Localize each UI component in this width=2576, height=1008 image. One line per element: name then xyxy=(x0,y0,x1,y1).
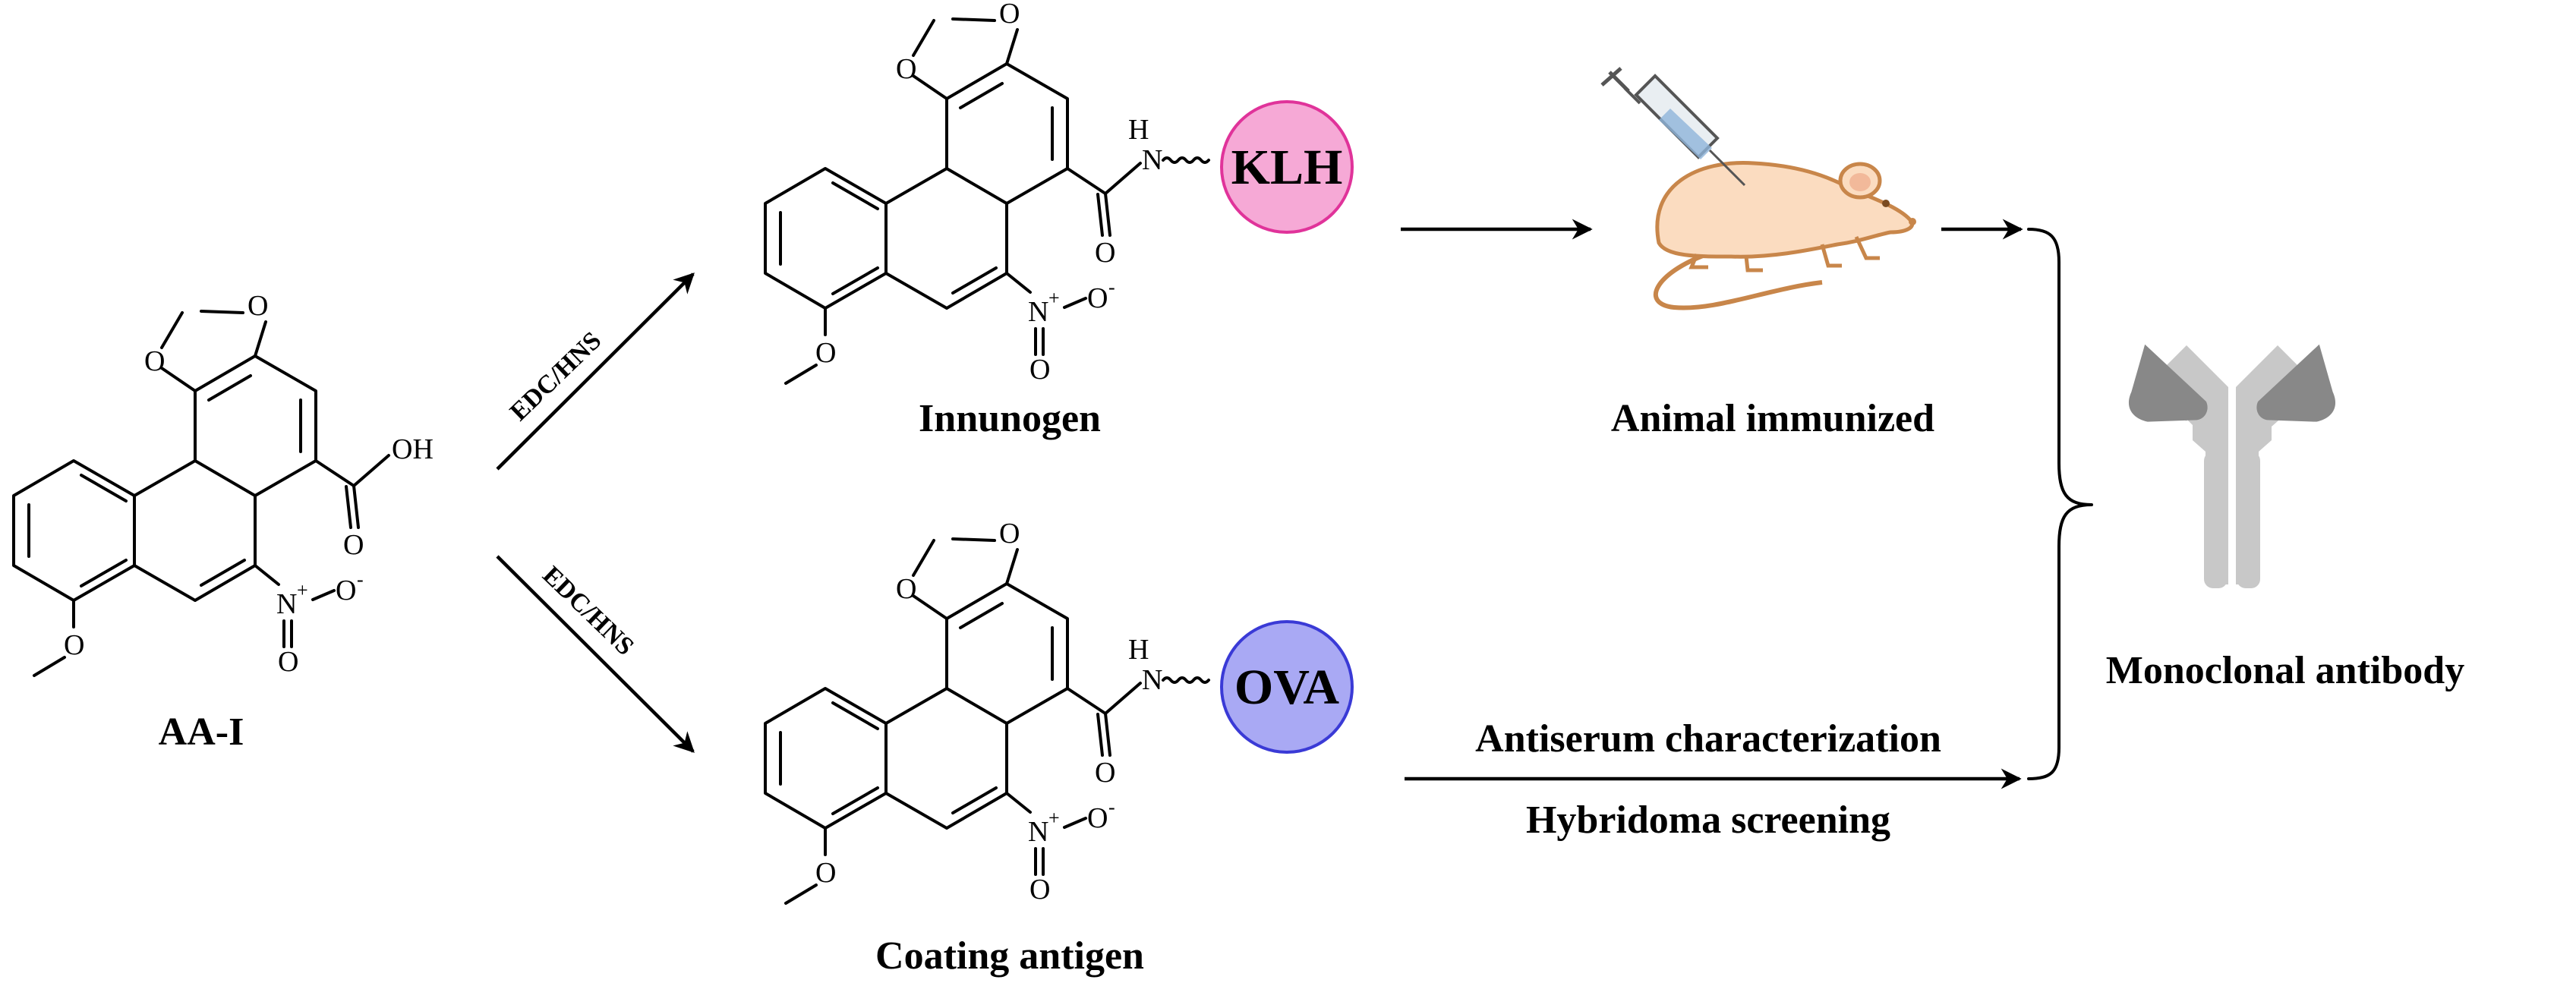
monoclonal-antibody-label: Monoclonal antibody xyxy=(2106,649,2464,692)
klh-circle xyxy=(1220,100,1354,234)
curly-brace xyxy=(2027,228,2093,780)
klh-carrier: KLH xyxy=(1220,100,1354,234)
aa-i-structure: OH xyxy=(12,288,434,679)
hybridoma-label: Hybridoma screening xyxy=(1526,799,1890,842)
ova-label: OVA xyxy=(1234,660,1339,715)
svg-text:H: H xyxy=(1128,634,1149,666)
aa-i-label: AA-I xyxy=(159,710,244,754)
immunogen-structure: H N xyxy=(764,0,1210,387)
syringe-icon xyxy=(1600,67,1746,187)
svg-text:H: H xyxy=(1128,114,1149,146)
antiserum-label: Antiserum characterization xyxy=(1475,717,1941,761)
ova-circle xyxy=(1220,620,1354,754)
antibody-icon xyxy=(2128,344,2336,588)
upper-reaction-arrow xyxy=(496,272,695,471)
svg-text:N: N xyxy=(1142,664,1162,696)
coating-antigen-structure: H N xyxy=(764,516,1210,907)
coating-antigen-label: Coating antigen xyxy=(875,934,1144,978)
immunogen-label: Innunogen xyxy=(919,397,1101,440)
lower-reaction-arrow xyxy=(496,555,695,753)
svg-text:N: N xyxy=(1142,144,1162,176)
animal-immunized-label: Animal immunized xyxy=(1611,397,1934,440)
hydroxyl-label: OH xyxy=(392,433,434,465)
mouse-icon xyxy=(1653,161,1916,310)
klh-label: KLH xyxy=(1231,140,1343,195)
ova-carrier: OVA xyxy=(1220,620,1354,754)
